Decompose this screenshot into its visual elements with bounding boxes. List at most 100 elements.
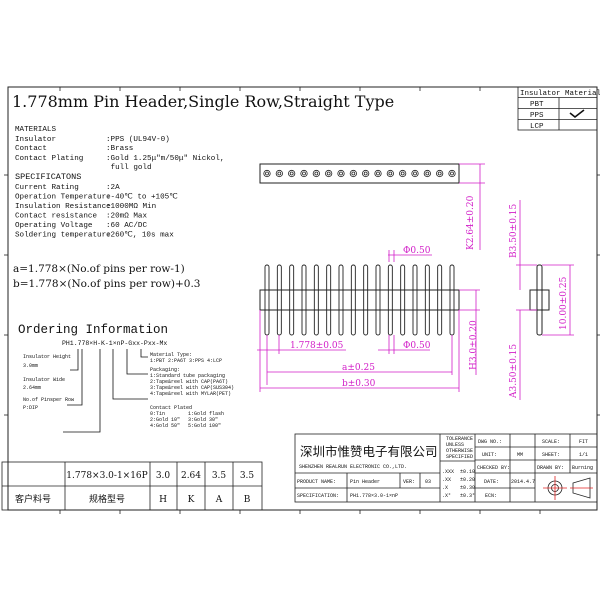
pin-hole: [399, 169, 407, 178]
pin-hole: [277, 171, 282, 176]
side-view: [529, 264, 550, 336]
checked-by-label: CHECKED BY:: [477, 465, 510, 471]
pin-hole: [288, 169, 296, 178]
front-view-pins: [264, 264, 455, 336]
dim-h: H3.0±0.20: [469, 320, 479, 370]
unit-label: UNIT:: [482, 452, 497, 458]
formula-b: b=1.778×(No.of pins per row)+0.3: [13, 278, 200, 290]
pin-hole: [376, 171, 380, 176]
part-h-value: 3.0: [156, 471, 171, 481]
pin: [375, 264, 381, 336]
dim-a35: A3.50±0.15: [509, 344, 519, 399]
pin-hole: [351, 171, 356, 176]
pin-hole: [314, 171, 319, 176]
part-header: B: [244, 495, 251, 505]
unit-value: MM: [517, 452, 523, 458]
ordering-label: Packaging:: [150, 367, 180, 373]
ordering-value: 4:Gold 50": [150, 423, 180, 429]
ordering-label: No.of Pinsper Row: [23, 397, 74, 403]
insulator-material-table: Insulator Material PBT PPS LCP: [517, 86, 600, 131]
checkmark-icon: [569, 109, 585, 119]
projection-symbol-icon: [543, 476, 593, 500]
spec-label: Operation Temperature: [15, 194, 111, 202]
part-header: K: [188, 495, 195, 505]
dimension-lines: [257, 163, 574, 400]
ordering-value: 2:Tape&reel with CAP(PA6T): [150, 379, 228, 385]
ordering-value: 3:Gold 30": [188, 417, 218, 423]
spec-label: Soldering temperature: [15, 232, 111, 240]
spec-label: SPECIFICATION:: [297, 493, 339, 499]
spec-value: :Gold 1.25μ"m/50μ" Nickol,: [106, 155, 224, 163]
pin: [326, 264, 332, 336]
materials-heading: MATERIALS: [15, 126, 56, 134]
pin-hole: [362, 169, 370, 178]
spec-value: :260℃, 10s max: [106, 231, 174, 240]
ver-label: VER:: [403, 479, 415, 485]
pin-hole: [411, 169, 419, 178]
dim-phi-top: Φ0.50: [403, 246, 431, 256]
top-view-insulator: [259, 163, 460, 184]
ecn-label: ECN:: [485, 493, 497, 499]
spec-label: Operating Voltage: [15, 222, 93, 230]
ordering-value: 1:PBT 2:PA6T 3:PPS 4:LCP: [150, 358, 222, 364]
pin-hole: [326, 171, 331, 176]
ver-value: 03: [425, 479, 431, 485]
ordering-value: 4:Tape&reel with MYLAR(PET): [150, 391, 231, 397]
ordering-label: Material Type:: [150, 352, 192, 358]
pin: [276, 264, 282, 336]
material-pps: PPS: [530, 112, 544, 120]
part-header: A: [215, 495, 223, 505]
tolerance-header: SPECIFIED: [446, 454, 473, 460]
product-name: Pin Header: [350, 479, 380, 485]
frame-ticks: [4, 87, 600, 514]
ordering-value: 2.64mm: [23, 385, 41, 391]
spec-label: Contact resistance: [15, 213, 97, 221]
drawn-by-value: Burning: [572, 465, 593, 471]
ordering-value: 3:Tape&reel with CAP(SUS304): [150, 385, 234, 391]
part-b-value: 3.5: [240, 471, 255, 481]
material-pbt: PBT: [530, 101, 544, 109]
date-label: DATE:: [484, 479, 499, 485]
pin-hole: [413, 171, 417, 176]
pin-hole: [374, 169, 382, 178]
spec-value: :-40℃ to +105℃: [106, 193, 178, 202]
ordering-heading: Ordering Information: [18, 323, 168, 337]
pin-hole: [349, 169, 357, 178]
insulator-material-header: Insulator Material: [520, 90, 600, 98]
ordering-value: 1:Standard tube packaging: [150, 373, 225, 379]
drawing-frame: [7, 86, 598, 511]
tolerance-row: .X ±0.30: [442, 485, 475, 491]
pin: [289, 264, 295, 336]
ordering-value: 5:Gold 100": [188, 423, 221, 429]
spec-label: Contact: [15, 145, 47, 153]
top-view-holes: [263, 169, 456, 178]
company-name-en: SHENZHEN REALRUN ELECTRONIC CO.,LTD.: [299, 464, 407, 470]
drawing-title: 1.778mm Pin Header,Single Row,Straight T…: [12, 92, 394, 111]
drawn-by-label: DRAWN BY:: [537, 465, 564, 471]
pin: [437, 264, 443, 336]
pin-hole: [400, 171, 405, 176]
spec-label: Contact Plating: [15, 155, 83, 163]
pin: [363, 264, 369, 336]
scale-value: FIT: [579, 439, 588, 445]
specifications-heading: SPECIFICATONS: [15, 172, 81, 182]
part-header: 客户料号: [15, 493, 51, 505]
dim-phi-bottom: Φ0.50: [403, 341, 431, 351]
spec-value: :1000MΩ Min: [106, 203, 156, 211]
pin-hole: [300, 169, 308, 178]
ordering-label: Contact Plated: [150, 405, 192, 411]
dim-pitch: 1.778±0.05: [290, 341, 344, 351]
pin-hole: [437, 171, 442, 176]
ordering-label: Insulator Wide: [23, 377, 65, 383]
pin: [424, 264, 430, 336]
tolerance-header: OTHERWISE: [446, 448, 473, 454]
spec-value: PH1.778×3.0-1×nP: [350, 493, 398, 499]
pin-hole: [450, 171, 454, 176]
title-block: 深圳市惟赞电子有限公司 SHENZHEN REALRUN ELECTRONIC …: [294, 433, 598, 503]
pin: [449, 264, 455, 336]
pin: [264, 264, 270, 336]
product-name-label: PRODUCT NAME:: [297, 479, 336, 485]
pin-hole: [275, 169, 283, 178]
ordering-value: 1:Gold flash: [188, 411, 224, 417]
